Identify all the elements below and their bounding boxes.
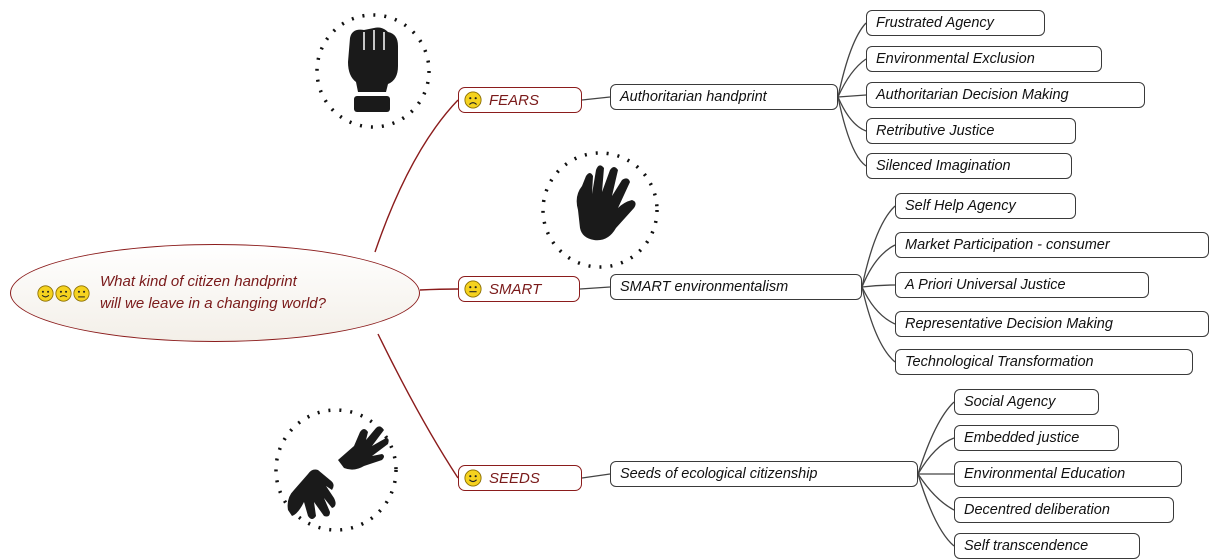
leaf-smart-5[interactable]: Technological Transformation <box>895 349 1193 375</box>
connector-fears-leaf-1 <box>837 22 867 98</box>
fist-icon <box>312 10 434 132</box>
hub-smart[interactable]: SMART environmentalism <box>610 274 862 300</box>
central-faces <box>37 284 90 302</box>
leaf-smart-3[interactable]: A Priori Universal Justice <box>895 272 1149 298</box>
leaf-label: Social Agency <box>964 394 1056 410</box>
leaf-smart-1[interactable]: Self Help Agency <box>895 193 1076 219</box>
leaf-label: Retributive Justice <box>876 123 995 139</box>
connector-central-smart <box>419 288 459 291</box>
connector-fears-leaf-3 <box>837 94 867 98</box>
hub-seeds[interactable]: Seeds of ecological citizenship <box>610 461 918 487</box>
branch-smart[interactable]: SMART <box>458 276 580 302</box>
central-question: What kind of citizen handprint will we l… <box>100 271 326 315</box>
leaf-label: Environmental Exclusion <box>876 51 1035 67</box>
leaf-label: Representative Decision Making <box>905 316 1113 332</box>
branch-fears-label: FEARS <box>489 91 540 109</box>
leaf-label: Environmental Education <box>964 466 1126 482</box>
leaf-label: Market Participation - consumer <box>905 237 1110 253</box>
connector-seeds-leaf-1 <box>917 401 955 475</box>
sad-face-icon <box>464 91 482 109</box>
connector-smart-leaf-2 <box>861 244 896 288</box>
hub-smart-label: SMART environmentalism <box>620 279 789 295</box>
branch-smart-label: SMART <box>489 280 542 298</box>
happy-face-icon <box>464 469 482 487</box>
connector-smart-leaf-5 <box>861 286 896 363</box>
connector-smart-leaf-1 <box>861 205 896 288</box>
open-hand-icon <box>538 148 662 272</box>
happy-face-icon <box>37 284 54 302</box>
sad-face-icon <box>73 284 90 302</box>
leaf-seeds-1[interactable]: Social Agency <box>954 389 1099 415</box>
leaf-label: Silenced Imagination <box>876 158 1011 174</box>
central-topic[interactable]: What kind of citizen handprint will we l… <box>10 244 420 342</box>
connector-smart-leaf-4 <box>861 286 896 325</box>
hub-fears[interactable]: Authoritarian handprint <box>610 84 838 110</box>
reaching-hands-icon <box>268 402 404 538</box>
leaf-fears-5[interactable]: Silenced Imagination <box>866 153 1072 179</box>
worried-face-icon <box>55 284 72 302</box>
leaf-smart-2[interactable]: Market Participation - consumer <box>895 232 1209 258</box>
connector-smart-leaf-3 <box>861 284 896 288</box>
central-question-line-1: What kind of citizen handprint <box>100 273 297 290</box>
connector-seeds-leaf-5 <box>917 473 955 547</box>
leaf-label: Technological Transformation <box>905 354 1094 370</box>
central-question-line-2: will we leave in a changing world? <box>100 295 326 312</box>
leaf-label: Embedded justice <box>964 430 1080 446</box>
leaf-fears-1[interactable]: Frustrated Agency <box>866 10 1045 36</box>
connector-central-fears <box>374 99 459 253</box>
leaf-label: A Priori Universal Justice <box>905 277 1066 293</box>
leaf-seeds-3[interactable]: Environmental Education <box>954 461 1182 487</box>
leaf-fears-4[interactable]: Retributive Justice <box>866 118 1076 144</box>
hub-fears-label: Authoritarian handprint <box>620 89 767 105</box>
leaf-label: Frustrated Agency <box>876 15 994 31</box>
connector-seeds-hub <box>581 473 611 479</box>
leaf-fears-3[interactable]: Authoritarian Decision Making <box>866 82 1145 108</box>
connector-fears-leaf-4 <box>837 96 867 132</box>
connector-smart-hub <box>579 286 611 290</box>
leaf-seeds-2[interactable]: Embedded justice <box>954 425 1119 451</box>
connector-fears-hub <box>581 96 611 101</box>
leaf-seeds-5[interactable]: Self transcendence <box>954 533 1140 559</box>
connector-seeds-leaf-2 <box>917 437 955 475</box>
neutral-face-icon <box>464 280 482 298</box>
branch-seeds-label: SEEDS <box>489 469 540 487</box>
leaf-label: Authoritarian Decision Making <box>876 87 1069 103</box>
connector-central-seeds <box>377 333 459 479</box>
connector-seeds-leaf-4 <box>917 473 955 511</box>
connector-fears-leaf-2 <box>837 58 867 98</box>
leaf-label: Self transcendence <box>964 538 1089 554</box>
leaf-fears-2[interactable]: Environmental Exclusion <box>866 46 1102 72</box>
leaf-label: Self Help Agency <box>905 198 1016 214</box>
leaf-smart-4[interactable]: Representative Decision Making <box>895 311 1209 337</box>
branch-fears[interactable]: FEARS <box>458 87 582 113</box>
branch-seeds[interactable]: SEEDS <box>458 465 582 491</box>
hub-seeds-label: Seeds of ecological citizenship <box>620 466 818 482</box>
leaf-seeds-4[interactable]: Decentred deliberation <box>954 497 1174 523</box>
connector-fears-leaf-5 <box>837 96 867 167</box>
leaf-label: Decentred deliberation <box>964 502 1110 518</box>
